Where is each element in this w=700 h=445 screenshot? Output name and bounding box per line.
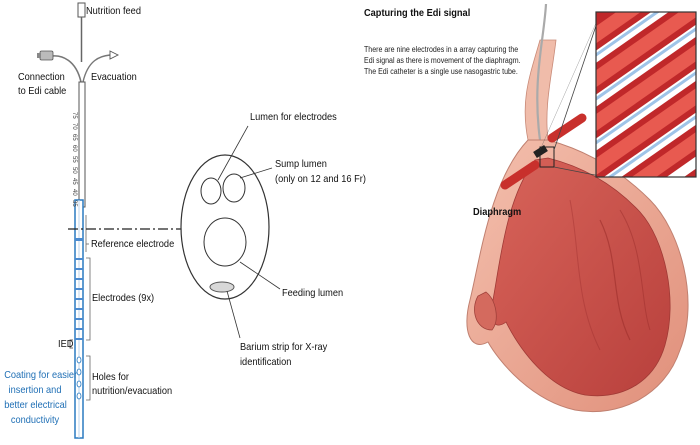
label-reference-electrode: Reference electrode (91, 238, 175, 250)
scale-mark: 45 (71, 178, 77, 185)
scale-mark: 35 (71, 200, 77, 207)
electrode-array (75, 258, 83, 340)
stomach-title: Capturing the Edi signal (364, 7, 471, 19)
zoom-source-box (539, 146, 555, 168)
label-lumen-electrodes: Lumen for electrodes (250, 111, 337, 123)
label-sump-line2: (only on 12 and 16 Fr) (275, 173, 366, 185)
label-evacuation: Evacuation (91, 71, 137, 83)
label-holes-line2: nutrition/evacuation (92, 385, 173, 397)
stomach-inner (490, 157, 671, 397)
sump-lumen (222, 173, 246, 203)
label-sump-line1: Sump lumen (275, 158, 327, 170)
stomach-desc-line2: Edi signal as there is movement of the d… (364, 56, 521, 65)
scale-mark: 50 (71, 167, 77, 174)
zoom-inset (595, 11, 697, 178)
scale-mark: 55 (71, 156, 77, 163)
barium-strip (209, 281, 235, 293)
label-nutrition-feed: Nutrition feed (86, 5, 141, 17)
label-coating-line2: insertion and (8, 384, 62, 396)
feeding-lumen (203, 217, 247, 267)
edi-cable-connector (39, 50, 54, 61)
electrodes-bracket (86, 257, 91, 341)
label-coating-line1: Coating for easier (4, 369, 78, 381)
scale-mark: 75 (71, 112, 77, 119)
cross-section (180, 125, 281, 339)
label-coating-line3: better electrical (4, 399, 67, 411)
label-connection-line2: to Edi cable (18, 85, 67, 97)
label-electrodes: Electrodes (9x) (92, 292, 155, 304)
label-diaphragm: Diaphragm (473, 206, 522, 218)
scale-mark: 60 (71, 145, 77, 152)
scale-mark: 40 (71, 189, 77, 196)
nutrition-feed-connector (77, 2, 86, 18)
catheter (37, 2, 186, 439)
stomach-desc-line1: There are nine electrodes in a array cap… (364, 45, 519, 54)
diaphragm-muscle (500, 160, 540, 190)
holes-bracket (86, 355, 91, 401)
edi-cable-branch (51, 55, 82, 83)
pylorus (474, 291, 497, 331)
stomach-illustration (466, 3, 689, 412)
ied-bracket (69, 339, 73, 349)
catheter-tube-upper (78, 81, 86, 208)
label-feeding-lumen: Feeding lumen (282, 287, 344, 299)
evacuation-connector (109, 50, 120, 60)
label-barium-line1: Barium strip for X-ray (240, 341, 328, 353)
feeding-holes (76, 356, 82, 400)
stomach-desc-line3: The Edi catheter is a single use nasogas… (364, 67, 518, 76)
label-ied: IED (58, 338, 74, 350)
scale-mark: 65 (71, 134, 77, 141)
label-barium-line2: identification (240, 356, 292, 368)
evacuation-branch (82, 54, 111, 83)
label-coating-line4: conductivity (10, 414, 60, 426)
reference-electrode (75, 238, 83, 241)
label-connection-line1: Connection (18, 71, 65, 83)
scale-mark: 70 (71, 123, 77, 130)
lumen-electrodes-left (200, 177, 222, 205)
label-holes-line1: Holes for (92, 371, 129, 383)
